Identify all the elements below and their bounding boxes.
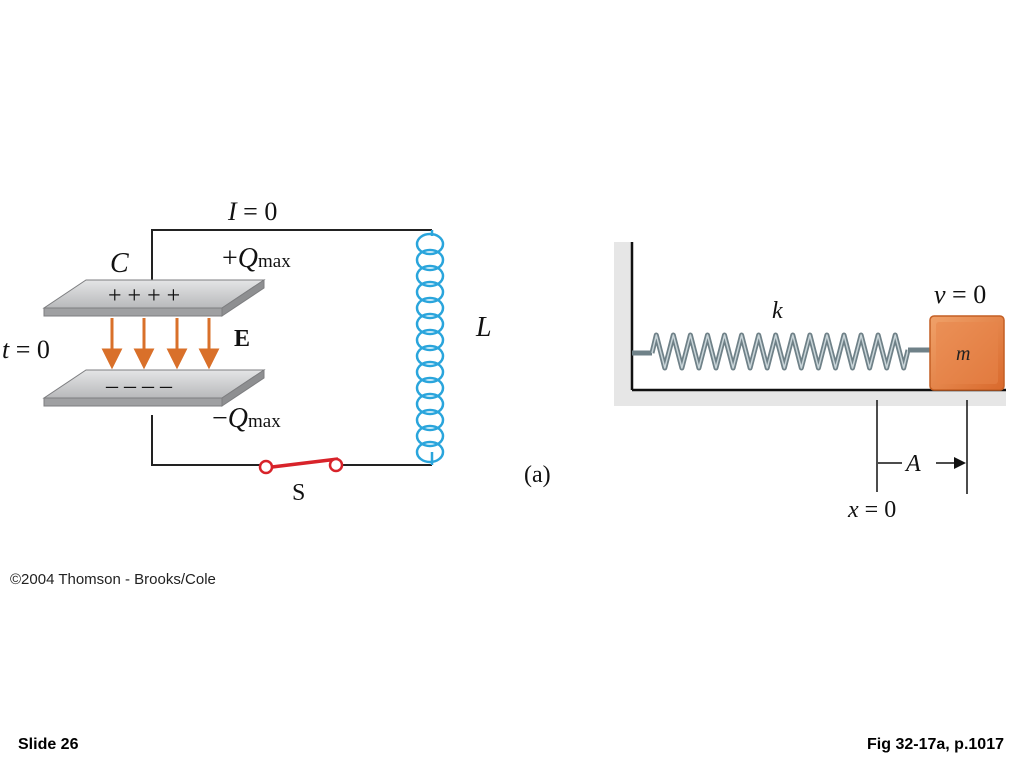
inductor-coil (415, 230, 445, 465)
lc-circuit: I = 0 C +Qmax + + + + – – – – E t = 0 −Q… (2, 197, 551, 506)
switch-label: S (292, 480, 305, 506)
mass-block: m (929, 315, 1005, 391)
plus-q-label: +Qmax (222, 243, 291, 274)
spring-constant-label: k (772, 298, 783, 324)
field-arrow (133, 318, 155, 370)
figure-reference: Fig 32-17a, p.1017 (867, 736, 1004, 753)
capacitor-bottom-plate (42, 369, 266, 407)
slide-number: Slide 26 (18, 736, 79, 753)
field-arrow (166, 318, 188, 370)
amplitude-label: A (904, 451, 921, 477)
circuit-wires (151, 229, 432, 466)
field-label: E (234, 326, 250, 352)
capacitor-label: C (110, 248, 129, 279)
minus-signs: – – – – (105, 373, 173, 399)
position-label: x = 0 (847, 497, 896, 523)
switch (258, 457, 344, 475)
spring-mass-system: m k v = 0 A x = 0 (614, 242, 1006, 523)
spring (632, 332, 930, 371)
inductor-label: L (475, 312, 492, 343)
current-label: I = 0 (227, 197, 277, 226)
wall-and-floor (614, 242, 1006, 406)
minus-q-label: −Qmax (212, 403, 281, 434)
plus-signs: + + + + (108, 283, 180, 309)
time-label: t = 0 (2, 335, 50, 364)
mass-label: m (956, 343, 970, 365)
panel-label: (a) (524, 462, 551, 488)
capacitor-top-plate (42, 279, 266, 317)
amplitude-marker (876, 400, 968, 494)
electric-field-arrows (101, 318, 220, 370)
field-arrow (198, 318, 220, 370)
velocity-label: v = 0 (934, 280, 986, 309)
copyright-text: ©2004 Thomson - Brooks/Cole (10, 571, 216, 588)
field-arrow (101, 318, 123, 370)
